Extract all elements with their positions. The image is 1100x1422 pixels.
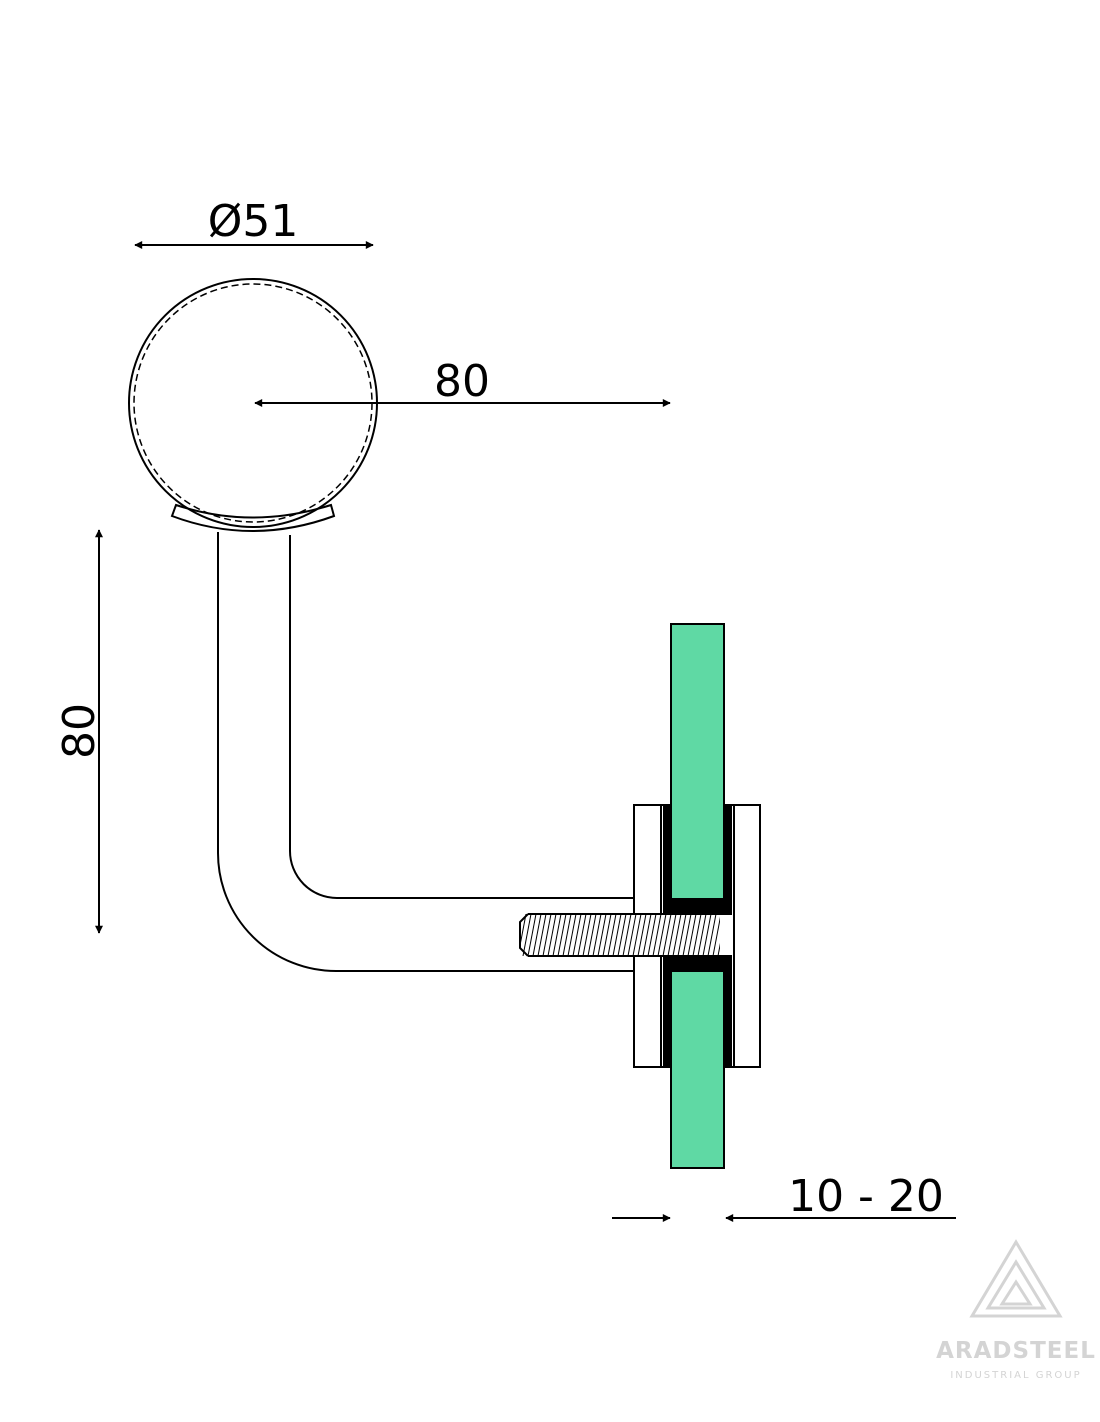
glass-thickness-label: 10 - 20 [788, 1171, 944, 1222]
thread-line [642, 914, 652, 956]
thread-line [542, 914, 552, 956]
thread-line [677, 914, 687, 956]
thread-line [587, 914, 597, 956]
diameter-label: Ø51 [208, 196, 299, 247]
thread-line [652, 914, 662, 956]
bracket-arm [217, 532, 635, 972]
thread-line [577, 914, 587, 956]
thread-line [597, 914, 607, 956]
thread-line [522, 914, 532, 956]
thread-line [557, 914, 567, 956]
thread-line [627, 914, 637, 956]
thread-line [607, 914, 617, 956]
glass-panel [670, 623, 725, 1169]
thread-line [697, 914, 707, 956]
watermark-brand: ARADSTEEL [936, 1338, 1096, 1364]
thread-line [532, 914, 542, 956]
diameter-dimension: Ø51 [134, 196, 374, 249]
thread-line [552, 914, 562, 956]
thread-line [707, 914, 717, 956]
vertical-dimension: 80 [54, 529, 105, 934]
thread-line [527, 914, 537, 956]
thread-line [567, 914, 577, 956]
thread-line [602, 914, 612, 956]
thread-line [717, 942, 720, 956]
vertical-dimension-label: 80 [54, 703, 105, 759]
glass-thickness-dimension: 10 - 20 [612, 1171, 956, 1222]
thread-line [672, 914, 682, 956]
thread-line [617, 914, 627, 956]
handrail-tube-section [128, 278, 378, 532]
thread-line [520, 914, 527, 949]
thread-line [692, 914, 702, 956]
thread-line [738, 914, 746, 956]
thread-line [702, 914, 712, 956]
thread-line [657, 914, 667, 956]
thread-line [612, 914, 622, 956]
thread-line [637, 914, 647, 956]
thread-line [632, 914, 642, 956]
thread-line [562, 914, 572, 956]
thread-line [662, 914, 672, 956]
horizontal-dimension: 80 [254, 356, 671, 407]
thread-line [622, 914, 632, 956]
thread-line [592, 914, 602, 956]
thread-line [547, 914, 557, 956]
thread-line [572, 914, 582, 956]
horizontal-dimension-label: 80 [434, 356, 490, 407]
aradsteel-logo: ARADSTEEL INDUSTRIAL GROUP [936, 1239, 1096, 1381]
watermark-tagline: INDUSTRIAL GROUP [950, 1370, 1081, 1381]
thread-line [582, 914, 592, 956]
thread-line [537, 914, 547, 956]
thread-line [647, 914, 657, 956]
thread-line [667, 914, 677, 956]
thread-line [712, 916, 720, 956]
thread-line [687, 914, 697, 956]
threaded-bolt [519, 913, 746, 957]
thread-line [682, 914, 692, 956]
